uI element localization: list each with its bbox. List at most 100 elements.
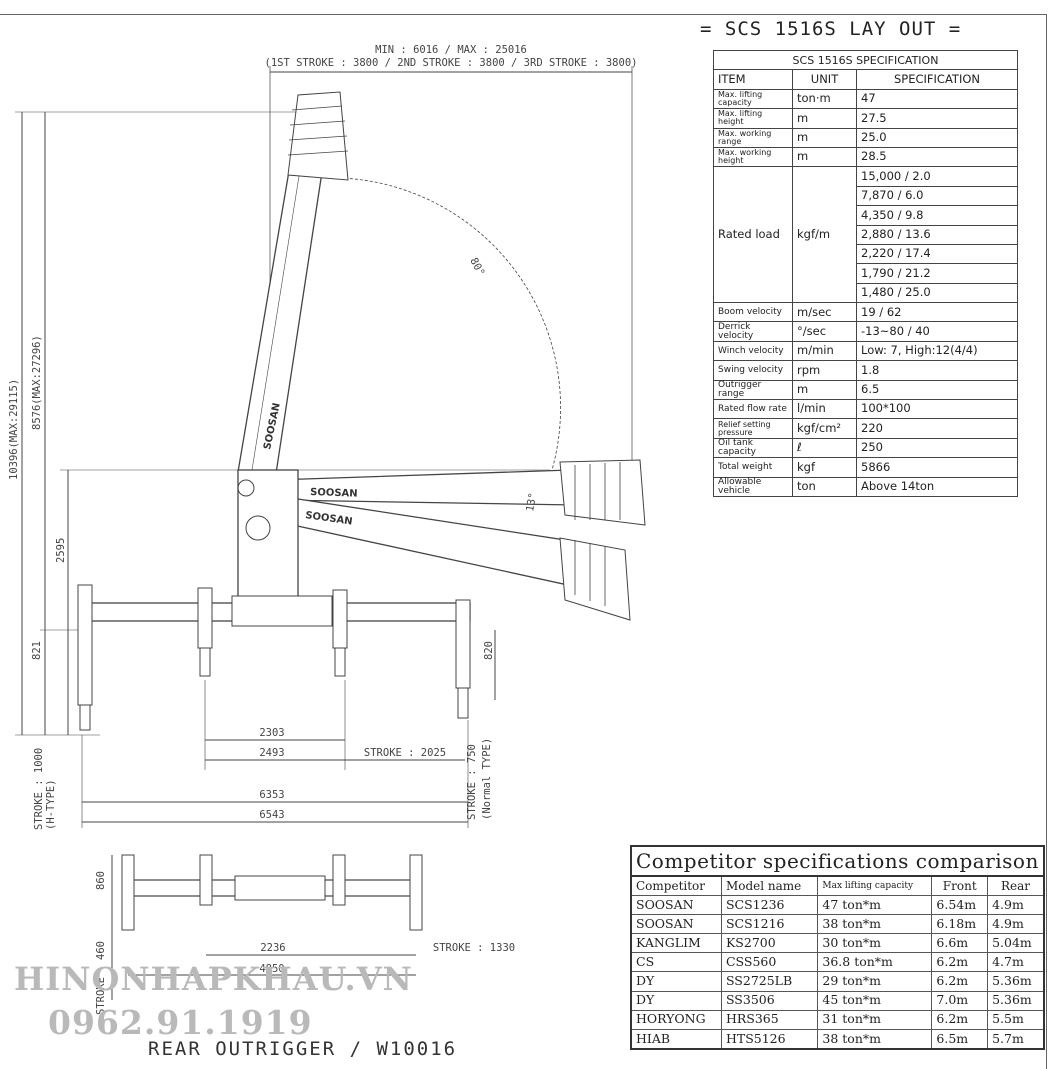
spec-value: 47 xyxy=(856,88,1018,110)
spec-table: SCS 1516S SPECIFICATION ITEM UNIT SPECIF… xyxy=(713,49,1018,497)
outrigger-leg-inner-right xyxy=(332,589,348,649)
spec-unit: m xyxy=(792,127,857,148)
spec-item: Winch velocity xyxy=(713,340,793,362)
top-dim-label-1: MIN : 6016 / MAX : 25016 xyxy=(375,44,527,56)
rear-leg-inner-right xyxy=(332,854,346,906)
comp-cell: 38 ton*m xyxy=(817,1028,933,1050)
rear-stroke-left-label: STROKE xyxy=(95,977,107,1015)
spec-unit: m xyxy=(792,146,857,168)
watermark-phone: 0962.91.1919 xyxy=(48,1003,313,1042)
head-sheaves-h xyxy=(574,462,621,520)
comp-cell: 6.54m xyxy=(931,895,989,916)
boom-height-label: 8576(MAX:27296) xyxy=(31,335,43,430)
comp-cell: SS3506 xyxy=(720,990,819,1011)
spec-item: Allowable vehicle xyxy=(713,476,793,497)
stroke-right-type: (Normal TYPE) xyxy=(481,738,493,820)
comparison-table: Competitor specifications comparison Com… xyxy=(630,845,1045,1050)
rear-outrigger-label: REAR OUTRIGGER / W10016 xyxy=(148,1038,458,1060)
comp-cell: 5.5m xyxy=(987,1009,1045,1030)
comparison-row: SOOSAN SCS1216 38 ton*m 6.18m 4.9m xyxy=(630,914,1045,935)
rated-load-value: 15,000 / 2.0 xyxy=(856,166,1018,187)
outrigger-foot-inner-left xyxy=(199,647,211,677)
head-sheaves-l xyxy=(574,540,606,606)
spec-unit-rated-load: kgf/m xyxy=(792,166,857,304)
comp-cell: HORYONG xyxy=(630,1009,722,1030)
spec-unit: m/sec xyxy=(792,302,857,323)
spec-value: 220 xyxy=(856,418,1018,439)
top-dim-label-2: (1ST STROKE : 3800 / 2ND STROKE : 3800 /… xyxy=(265,57,638,69)
comp-header-rear: Rear xyxy=(987,875,1045,897)
comp-cell: 30 ton*m xyxy=(817,933,933,954)
drawing-frame xyxy=(0,14,1047,1069)
comparison-row: DY SS2725LB 29 ton*m 6.2m 5.36m xyxy=(630,971,1045,992)
layout-title: = SCS 1516S LAY OUT = xyxy=(700,18,962,40)
comp-cell: 45 ton*m xyxy=(817,990,933,1011)
spec-unit: kgf xyxy=(792,457,857,478)
comp-header-front: Front xyxy=(931,875,989,897)
rated-load-value: 1,790 / 21.2 xyxy=(856,263,1018,284)
comp-cell: HTS5126 xyxy=(720,1028,819,1050)
spec-item: Max. working height xyxy=(713,146,793,168)
comp-cell: 6.18m xyxy=(931,914,989,935)
spec-header-spec: SPECIFICATION xyxy=(856,69,1018,90)
rated-load-value: 1,480 / 25.0 xyxy=(856,282,1018,304)
comp-cell: SCS1216 xyxy=(720,914,819,935)
spec-unit: ℓ xyxy=(792,437,857,459)
comparison-row: HIAB HTS5126 38 ton*m 6.5m 5.7m xyxy=(630,1028,1045,1050)
rated-load-value: 2,880 / 13.6 xyxy=(856,224,1018,245)
comp-cell: 6.6m xyxy=(931,933,989,954)
comparison-row: CS CSS560 36.8 ton*m 6.2m 4.7m xyxy=(630,952,1045,973)
dim-label-2493: 2493 xyxy=(259,747,284,759)
spec-item: Max. lifting capacity xyxy=(713,88,793,110)
spec-unit: ton·m xyxy=(792,88,857,110)
rear-leg-right xyxy=(409,854,423,931)
comp-cell: 5.04m xyxy=(987,933,1045,954)
rated-load-value: 4,350 / 9.8 xyxy=(856,205,1018,226)
stroke-2025-label: STROKE : 2025 xyxy=(364,747,446,759)
comparison-title: Competitor specifications comparison xyxy=(630,845,1045,877)
spec-item: Max. working range xyxy=(713,127,793,148)
spec-value: 28.5 xyxy=(856,146,1018,168)
boom-lowered xyxy=(269,494,569,586)
rear-dim-2236-label: 2236 xyxy=(260,942,285,954)
comp-cell: 36.8 ton*m xyxy=(817,952,933,973)
spec-unit: m xyxy=(792,379,857,401)
spec-unit: ton xyxy=(792,476,857,497)
comparison-row: HORYONG HRS365 31 ton*m 6.2m 5.5m xyxy=(630,1009,1045,1030)
crane-layout-drawing: MIN : 6016 / MAX : 25016 (1ST STROKE : 3… xyxy=(8,44,646,1015)
spec-item: Total weight xyxy=(713,457,793,478)
spec-item: Relief setting pressure xyxy=(713,418,793,439)
comp-cell: HIAB xyxy=(630,1028,722,1050)
comp-cell: 4.7m xyxy=(987,952,1045,973)
boom-vertical xyxy=(237,164,323,481)
spec-caption: SCS 1516S SPECIFICATION xyxy=(713,49,1018,71)
dim-label-6543: 6543 xyxy=(259,809,284,821)
spec-item: Max. lifting height xyxy=(713,108,793,129)
spec-unit: °/sec xyxy=(792,321,857,342)
boom-head-lowered xyxy=(559,537,631,621)
comparison-row: SOOSAN SCS1236 47 ton*m 6.54m 4.9m xyxy=(630,895,1045,916)
comp-cell: 6.2m xyxy=(931,971,989,992)
comp-cell: SOOSAN xyxy=(630,914,722,935)
rear-dim-460: 460 xyxy=(95,941,107,960)
comp-cell: 5.36m xyxy=(987,990,1045,1011)
comp-cell: KS2700 xyxy=(720,933,819,954)
spec-item-rated-load: Rated load xyxy=(713,166,793,304)
outrigger-leg-left xyxy=(77,584,93,706)
outrigger-foot-left xyxy=(79,704,91,731)
rear-stroke-label: STROKE : 1330 xyxy=(433,942,515,954)
comp-cell: SCS1236 xyxy=(720,895,819,916)
slewing-gear xyxy=(245,515,271,541)
rear-leg-inner-left xyxy=(199,854,213,906)
comp-cell: 38 ton*m xyxy=(817,914,933,935)
spec-value: 25.0 xyxy=(856,127,1018,148)
comp-cell: 6.2m xyxy=(931,1009,989,1030)
spec-item: Oil tank capacity xyxy=(713,437,793,459)
comp-cell: 31 ton*m xyxy=(817,1009,933,1030)
comp-header-model: Model name xyxy=(720,875,819,897)
outrigger-foot-inner-right xyxy=(334,647,346,677)
spec-unit: rpm xyxy=(792,360,857,381)
crane-base xyxy=(231,595,333,627)
spec-item: Rated flow rate xyxy=(713,399,793,420)
spec-item: Swing velocity xyxy=(713,360,793,381)
